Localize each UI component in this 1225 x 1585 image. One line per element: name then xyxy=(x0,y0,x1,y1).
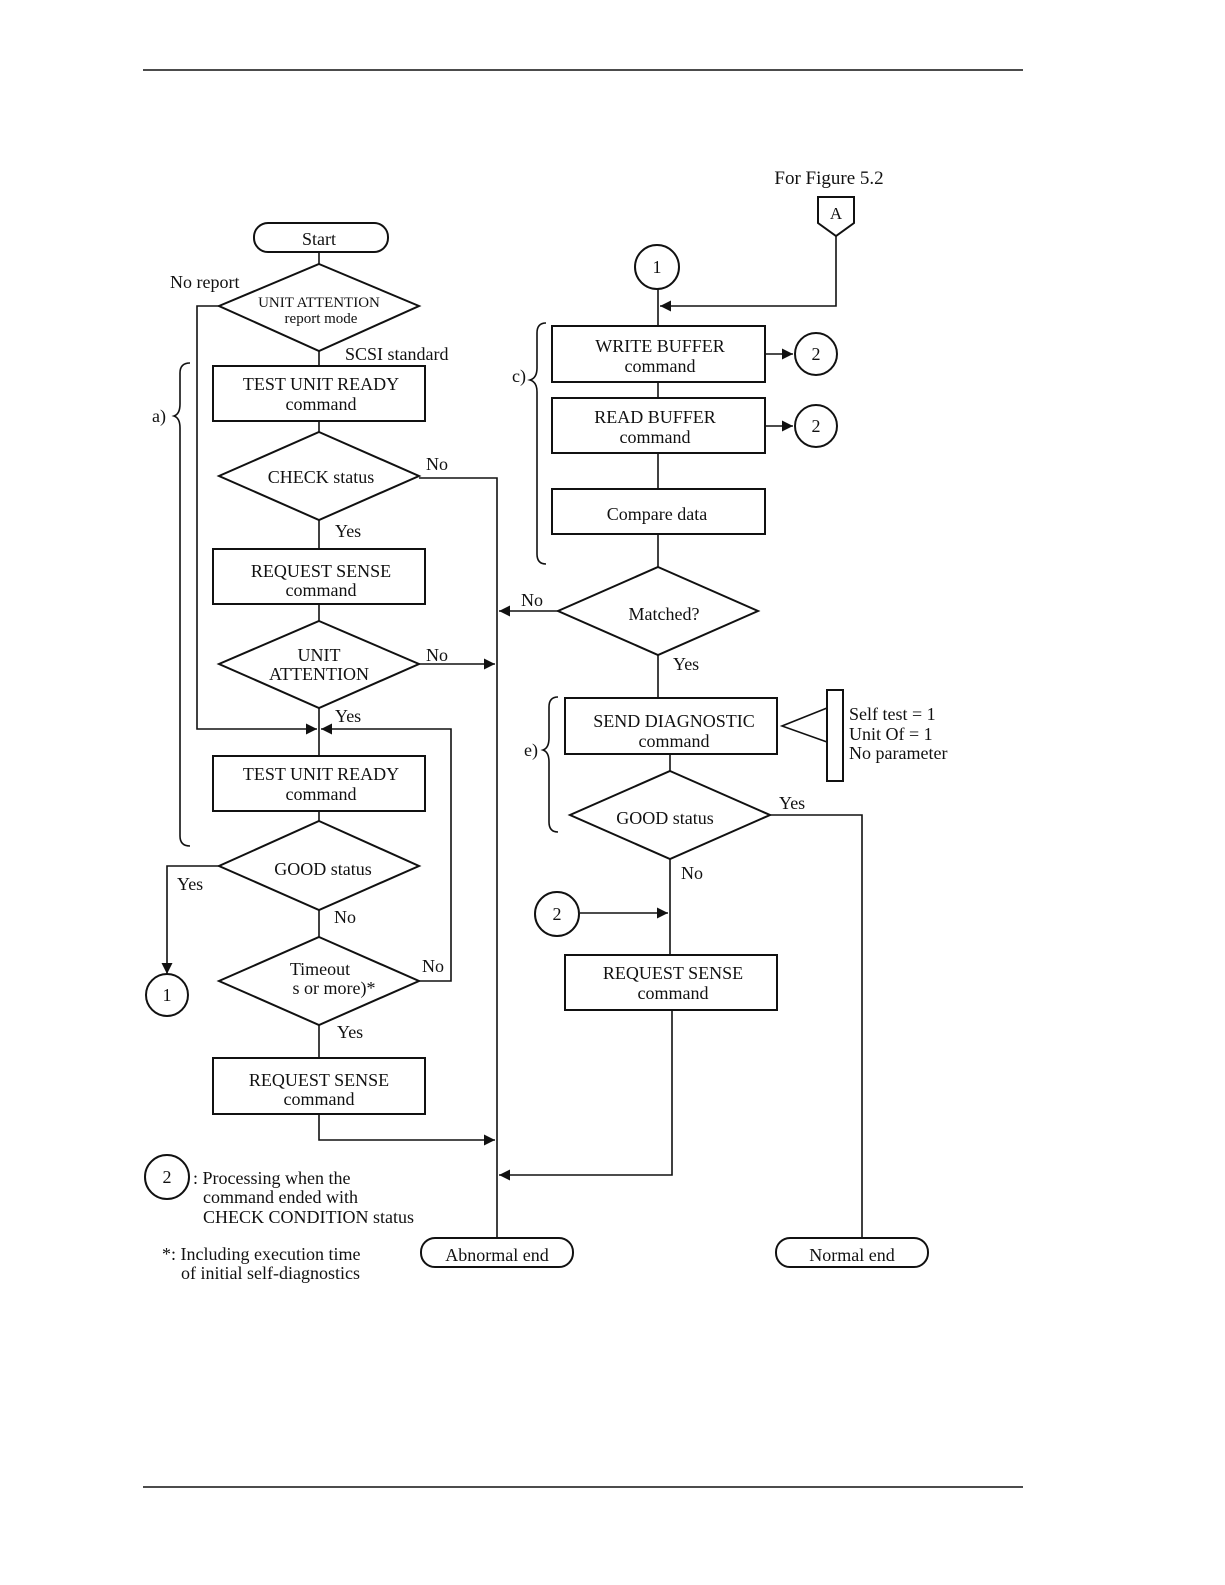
rs3-line1: REQUEST SENSE xyxy=(603,963,743,983)
timeout-line2: s or more)* xyxy=(293,978,376,999)
connector-2-rb xyxy=(794,404,838,448)
no-report-label: No report xyxy=(170,272,239,292)
callout-line2: Unit Of = 1 xyxy=(849,724,933,744)
ua-yes-label: Yes xyxy=(335,706,361,726)
scsi-standard-label: SCSI standard xyxy=(345,344,449,364)
ua-mode-line1: UNIT ATTENTION xyxy=(258,295,380,311)
ua-no-label: No xyxy=(426,645,448,665)
ua-mode-decision xyxy=(216,262,422,353)
rb-line1: READ BUFFER xyxy=(594,407,716,427)
wb-line2: command xyxy=(625,356,696,376)
connector-2-mid-label: 2 xyxy=(553,904,562,924)
rs2-line2: command xyxy=(284,1089,355,1109)
check-yes-label: Yes xyxy=(335,521,361,541)
sd-line1: SEND DIAGNOSTIC xyxy=(593,711,755,731)
tur2-box xyxy=(212,755,426,812)
tur1-box xyxy=(212,365,426,422)
timeout-decision xyxy=(216,935,422,1027)
rs2-box xyxy=(212,1057,426,1115)
tur2-line2: command xyxy=(286,784,357,804)
connector-2-rb-label: 2 xyxy=(812,416,821,436)
rs3-line2: command xyxy=(638,983,709,1003)
matched-label: Matched? xyxy=(629,604,700,624)
connector-2-wb xyxy=(794,332,838,376)
wb-line1: WRITE BUFFER xyxy=(595,336,725,356)
compare-box xyxy=(551,488,766,535)
rs3-box xyxy=(564,954,778,1011)
callout-line1: Self test = 1 xyxy=(849,704,936,724)
write-buffer-box xyxy=(551,325,766,383)
connector-2-mid xyxy=(534,891,580,937)
note-line2: of initial self-diagnostics xyxy=(181,1263,360,1283)
good-left-no: No xyxy=(334,907,356,927)
legend-line3: CHECK CONDITION status xyxy=(203,1207,414,1227)
sd-line2: command xyxy=(639,731,710,751)
connector-1-top xyxy=(634,244,680,290)
start-terminal xyxy=(253,222,389,253)
send-diag-box xyxy=(564,697,778,755)
unit-attention-decision xyxy=(216,619,422,710)
header-text: For Figure 5.2 xyxy=(774,168,883,189)
ua-mode-line2: report mode xyxy=(285,311,358,327)
tur2-line1: TEST UNIT READY xyxy=(243,764,399,784)
rs1-line1: REQUEST SENSE xyxy=(251,561,391,581)
offpage-connector-a xyxy=(817,196,855,238)
check-status-decision xyxy=(216,430,422,522)
connector-a-label: A xyxy=(830,204,843,223)
timeout-no: No xyxy=(422,956,444,976)
bracket-a-label: a) xyxy=(152,406,166,427)
note-line1: *: Including execution time xyxy=(162,1244,360,1264)
start-label: Start xyxy=(302,229,336,249)
timeout-line1: Timeout xyxy=(290,959,350,979)
rs1-line2: command xyxy=(286,580,357,600)
connector-2-wb-label: 2 xyxy=(812,344,821,364)
connector-2-legend xyxy=(144,1154,190,1200)
normal-end-terminal xyxy=(775,1237,929,1268)
matched-yes: Yes xyxy=(673,654,699,674)
good-left-label: GOOD status xyxy=(274,859,372,879)
rs2-line1: REQUEST SENSE xyxy=(249,1070,389,1090)
bracket-e-label: e) xyxy=(524,740,538,761)
good-status-right-decision xyxy=(567,769,773,861)
rs1-box xyxy=(212,548,426,605)
diagram-text: For Figure 5.2 A Start No report UNIT AT… xyxy=(152,168,947,1283)
tur1-line2: command xyxy=(286,394,357,414)
callout-line3: No parameter xyxy=(849,743,947,763)
connector-1-left xyxy=(145,973,189,1017)
matched-no: No xyxy=(521,590,543,610)
rb-line2: command xyxy=(620,427,691,447)
compare-label: Compare data xyxy=(607,504,707,524)
read-buffer-box xyxy=(551,397,766,454)
check-status-label: CHECK status xyxy=(268,467,375,487)
flow-lines xyxy=(161,236,863,1238)
ua-line2: ATTENTION xyxy=(269,664,369,684)
ua-line1: UNIT xyxy=(298,645,341,665)
good-right-label: GOOD status xyxy=(616,808,714,828)
good-right-yes: Yes xyxy=(779,793,805,813)
abnormal-end-label: Abnormal end xyxy=(445,1245,548,1265)
connector-1-left-label: 1 xyxy=(163,985,172,1005)
tur1-line1: TEST UNIT READY xyxy=(243,374,399,394)
connector-2-legend-label: 2 xyxy=(163,1167,172,1187)
normal-end-label: Normal end xyxy=(809,1245,894,1265)
bracket-c-label: c) xyxy=(512,366,526,387)
matched-decision xyxy=(555,565,761,657)
legend-line1: : Processing when the xyxy=(193,1168,350,1188)
legend-line2: command ended with xyxy=(203,1187,358,1207)
good-status-left-decision xyxy=(216,819,422,912)
good-left-yes: Yes xyxy=(177,874,203,894)
timeout-yes: Yes xyxy=(337,1022,363,1042)
good-right-no: No xyxy=(681,863,703,883)
abnormal-end-terminal xyxy=(420,1237,574,1268)
check-no-label: No xyxy=(426,454,448,474)
connector-1-top-label: 1 xyxy=(653,257,662,277)
